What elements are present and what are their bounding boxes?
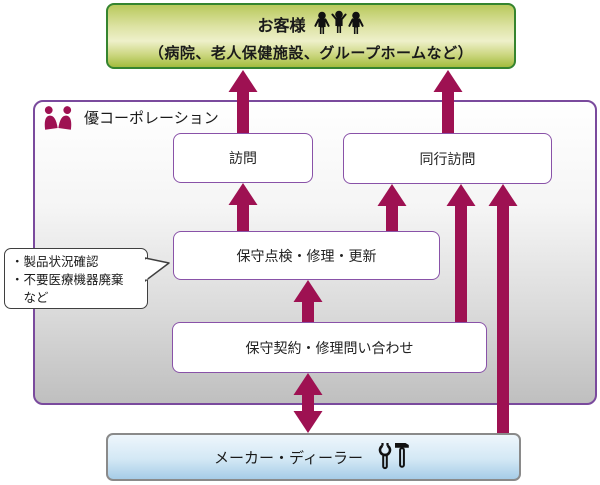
contract-box: 保守契約・修理問い合わせ: [172, 322, 487, 373]
customer-subtitle: （病院、老人保健施設、グループホームなど）: [148, 44, 474, 62]
callout-line: ・製品状況確認: [11, 254, 99, 269]
maintenance-box: 保守点検・修理・更新: [173, 231, 440, 280]
visit-box: 訪問: [173, 133, 313, 183]
callout-line: ・不要医療機器廃棄: [11, 272, 124, 287]
dealer-box: メーカー・ディーラー: [106, 433, 521, 481]
accompanied-visit-label: 同行訪問: [419, 151, 476, 168]
accompanied-visit-box: 同行訪問: [343, 133, 552, 184]
company-name: 優コーポレーション: [84, 108, 219, 127]
customer-box: お客様: [106, 3, 516, 69]
dealer-label: メーカー・ディーラー: [214, 448, 363, 467]
customer-title: お客様: [257, 16, 306, 35]
contract-label: 保守契約・修理問い合わせ: [245, 340, 414, 357]
callout-note: ・製品状況確認 ・不要医療機器廃棄 など: [4, 248, 148, 309]
callout-tail: [145, 257, 170, 282]
tools-icon: [378, 443, 409, 470]
visit-label: 訪問: [229, 151, 257, 167]
callout-line: など: [11, 290, 49, 305]
company-header: 優コーポレーション: [40, 103, 219, 131]
two-people-logo-icon: [44, 106, 72, 130]
people-group-icon: [313, 10, 364, 34]
maintenance-label: 保守点検・修理・更新: [236, 248, 377, 265]
